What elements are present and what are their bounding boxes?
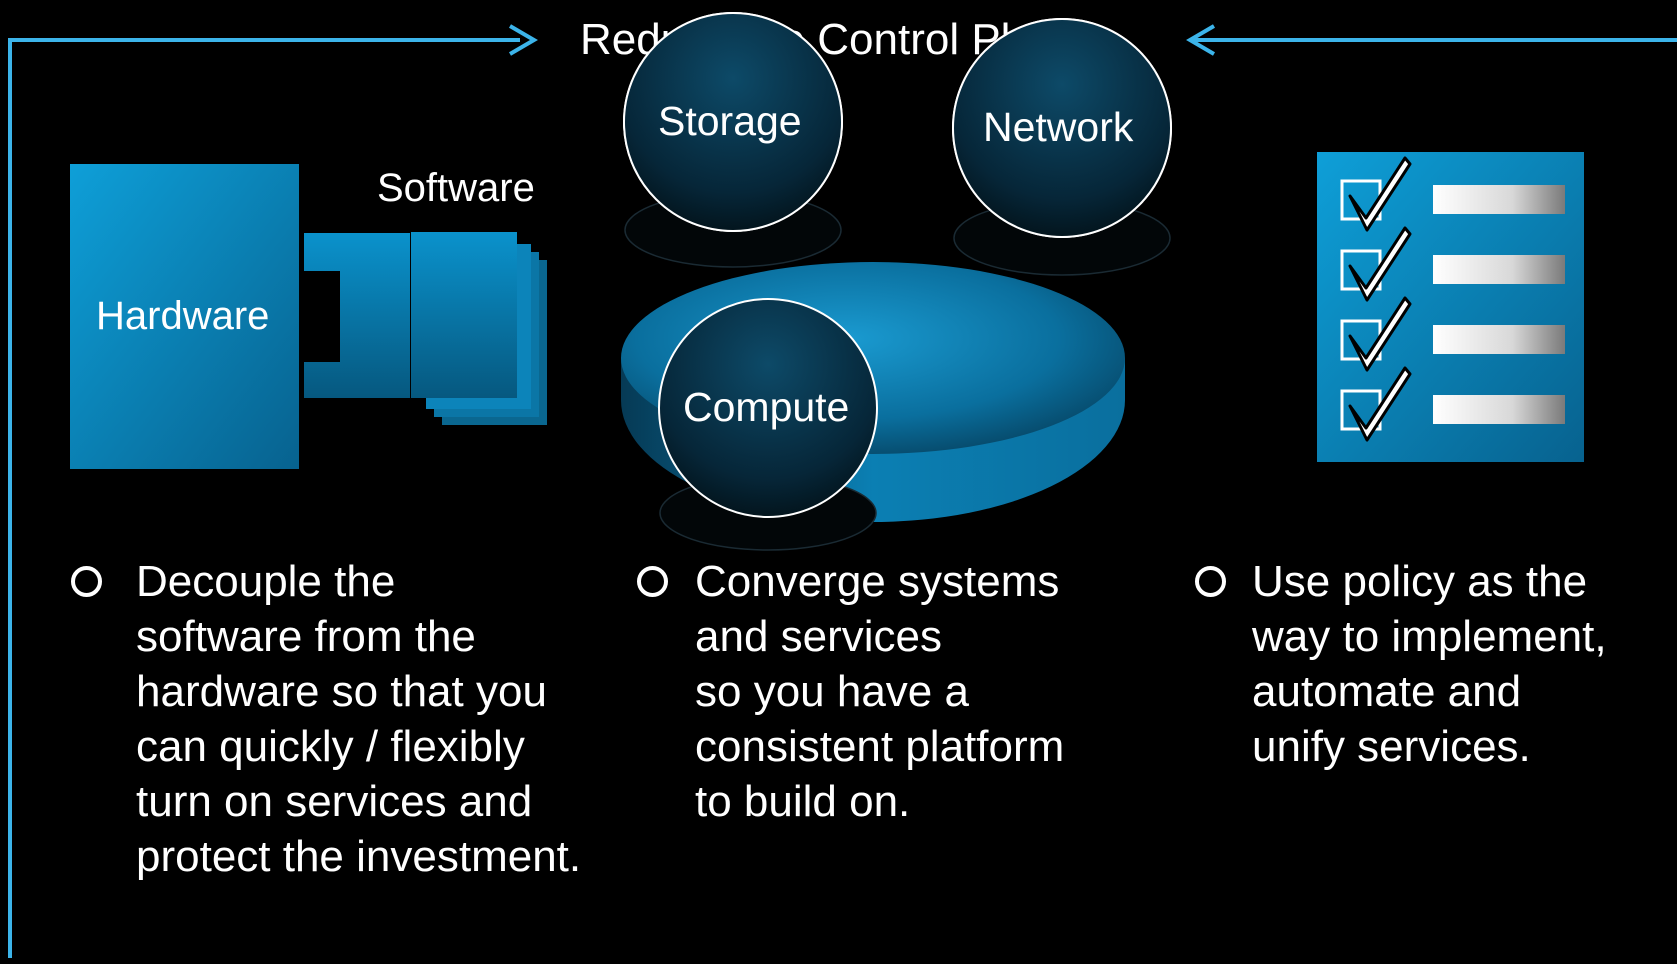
text-line: automate and <box>1252 667 1522 716</box>
text-line: can quickly / flexibly <box>136 722 525 771</box>
hardware-software-graphic <box>70 164 547 469</box>
text-line: way to implement, <box>1252 612 1607 661</box>
network-label: Network <box>983 104 1134 150</box>
storage-sphere-front <box>623 12 843 232</box>
text-line: Decouple the <box>136 557 396 606</box>
text-line: turn on services and <box>136 777 533 826</box>
text-line: to build on. <box>695 777 911 826</box>
text-line: software from the <box>136 612 476 661</box>
text-line: Converge systems <box>695 557 1060 606</box>
compute-sphere <box>658 298 878 551</box>
text-line: hardware so that you <box>136 667 547 716</box>
text-line: protect the investment. <box>136 832 582 881</box>
bullet-icon <box>71 566 102 597</box>
bullet-icon <box>637 566 668 597</box>
text-line: unify services. <box>1252 722 1531 771</box>
middle-description: Converge systems and services so you hav… <box>695 554 1064 829</box>
text-line: and services <box>695 612 943 661</box>
compute-label: Compute <box>683 384 850 430</box>
left-description: Decouple the software from the hardware … <box>136 554 581 884</box>
bullet-icon <box>1195 566 1226 597</box>
text-line: consistent platform <box>695 722 1065 771</box>
right-description: Use policy as the way to implement, auto… <box>1252 554 1607 774</box>
storage-label: Storage <box>658 98 802 144</box>
network-sphere-front <box>952 18 1172 238</box>
frame-border <box>8 24 1677 958</box>
text-line: so you have a <box>695 667 969 716</box>
checklist-icon <box>1317 152 1584 462</box>
hardware-label: Hardware <box>96 294 270 338</box>
sphere-overlay <box>623 12 1172 238</box>
text-line: Use policy as the <box>1252 557 1588 606</box>
software-label: Software <box>377 166 535 210</box>
